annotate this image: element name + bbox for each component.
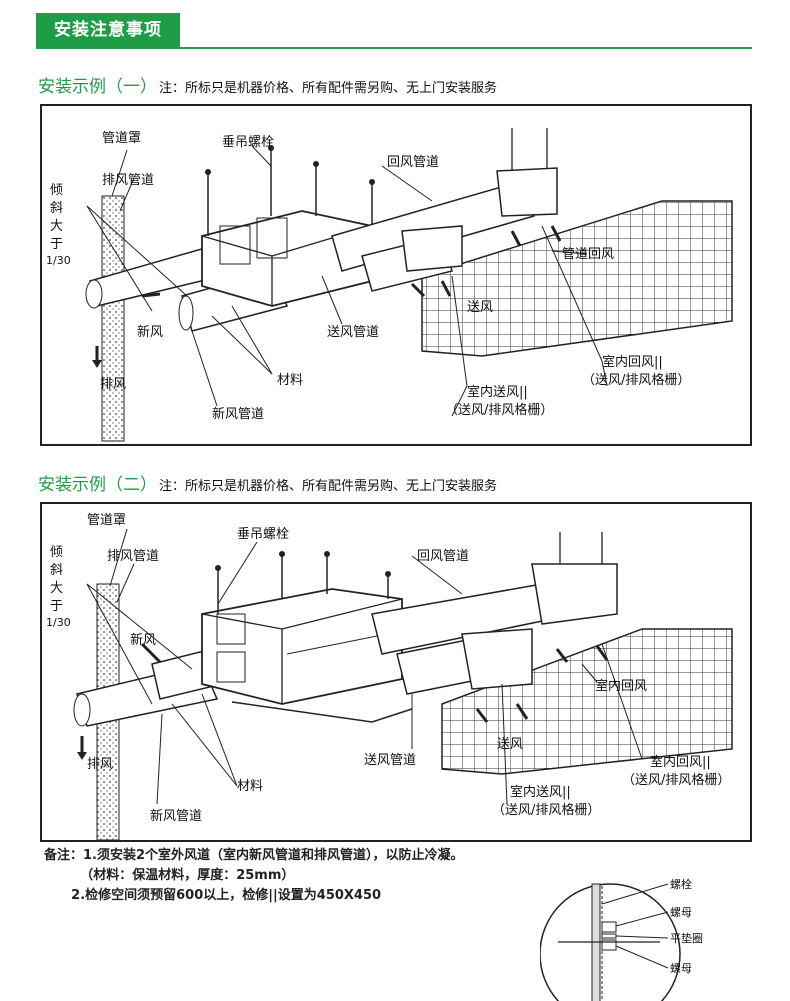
note-line-3: 2.检修空间须预留600以上，检修||设置为450X450 [44,888,382,903]
bolt-detail-diagram: 螺栓 螺母 平垫圈 螺母 [540,877,703,1001]
section2-note: 注：所标只是机器价格、所有配件需另购、无上门安装服务 [159,479,498,494]
label-nut-2: 螺母 [670,962,692,975]
label-supply-duct: 送风管道 [327,325,379,340]
diagram-1: 管道罩 排风管道 倾 斜 大 于 1/30 垂吊螺栓 回风管道 管道回风 送风 … [46,128,733,442]
return-duct-shape [331,180,535,272]
label-fresh-duct: 新风管道 [150,808,202,824]
section2-heading: 安装示例（二）注：所标只是机器价格、所有配件需另购、无上门安装服务 [38,470,497,495]
section1-note: 注：所标只是机器价格、所有配件需另购、无上门安装服务 [159,81,498,96]
label-washer: 平垫圈 [670,931,703,945]
diagram-2: 管道罩 排风管道 倾 斜 大 于 1/30 垂吊螺栓 回风管道 新风 室内回风 … [46,513,733,841]
wall [101,195,125,442]
label-exhaust: 排风 [87,757,113,772]
section1-heading: 安装示例（一）注：所标只是机器价格、所有配件需另购、无上门安装服务 [38,72,497,97]
label-supply-air: 送风 [467,300,493,315]
label-indoor-return-grille: （送风/排风格栅） [582,372,690,388]
return-air-box [531,563,618,625]
installation-notes: 备注：1.须安装2个室外风道（室内新风管道和排风管道），以防止冷凝。 （材料：保… [44,846,464,906]
note-line-2: （材料：保温材料，厚度：25mm） [44,868,295,883]
supply-air-box [401,225,463,272]
label-fresh-duct: 新风管道 [212,406,264,422]
diagram-1-frame: 管道罩 排风管道 倾 斜 大 于 1/30 垂吊螺栓 回风管道 管道回风 送风 … [40,104,752,446]
label-tilt-4: 于 [50,599,63,614]
label-exhaust-duct: 排风管道 [107,549,159,564]
label-fresh-air: 新风 [130,632,156,648]
label-tilt-5: 1/30 [46,254,71,267]
ceiling-grid [441,628,733,775]
label-indoor-supply: 室内送风|| [467,384,528,400]
label-material: 材料 [237,779,263,794]
note-line-1: 备注：1.须安装2个室外风道（室内新风管道和排风管道），以防止冷凝。 [44,848,464,863]
label-return-duct: 回风管道 [387,155,439,170]
label-tilt-1: 倾 [50,183,63,198]
label-tilt-3: 大 [50,581,63,596]
label-tilt-3: 大 [50,219,63,234]
label-indoor-supply-grille: （送风/排风格栅） [445,402,553,418]
label-duct-cover: 管道罩 [102,131,141,146]
return-air-box [496,167,558,217]
header-title: 安装注意事项 [54,20,162,40]
label-material: 材料 [277,373,303,388]
label-tilt-1: 倾 [50,545,63,560]
ventilation-unit [201,588,403,705]
label-indoor-return: 室内回风|| [602,354,663,370]
label-indoor-supply-grille: （送风/排风格栅） [492,802,600,818]
label-hanger-bolt: 垂吊螺栓 [222,135,274,150]
label-fresh-air: 新风 [137,324,163,340]
ceiling-grid [421,200,733,357]
label-indoor-return-grille: （送风/排风格栅） [622,772,730,788]
label-tilt-5: 1/30 [46,616,71,629]
label-hanger-bolt: 垂吊螺栓 [237,527,289,542]
label-tilt-2: 斜 [50,201,63,216]
label-supply-air: 送风 [497,737,523,752]
supply-air-box [461,628,533,690]
label-nut-1: 螺母 [670,906,692,919]
label-tilt-4: 于 [50,237,63,252]
label-duct-cover: 管道罩 [87,513,126,528]
label-indoor-supply: 室内送风|| [510,784,571,800]
diagram-2-frame: 管道罩 排风管道 倾 斜 大 于 1/30 垂吊螺栓 回风管道 新风 室内回风 … [40,502,752,842]
label-duct-return-air: 管道回风 [562,247,614,262]
label-return-duct: 回风管道 [417,549,469,564]
label-indoor-return-air: 室内回风 [595,678,647,694]
section-header-tab: 安装注意事项 [36,13,180,47]
label-indoor-return: 室内回风|| [650,754,711,770]
section2-title: 安装示例（二） [38,475,157,495]
label-bolt: 螺栓 [670,877,692,891]
header-divider [36,47,752,49]
label-exhaust: 排风 [100,377,126,392]
label-exhaust-duct: 排风管道 [102,173,154,188]
label-tilt-2: 斜 [50,563,63,578]
section1-title: 安装示例（一） [38,77,157,97]
label-supply-duct: 送风管道 [364,753,416,768]
